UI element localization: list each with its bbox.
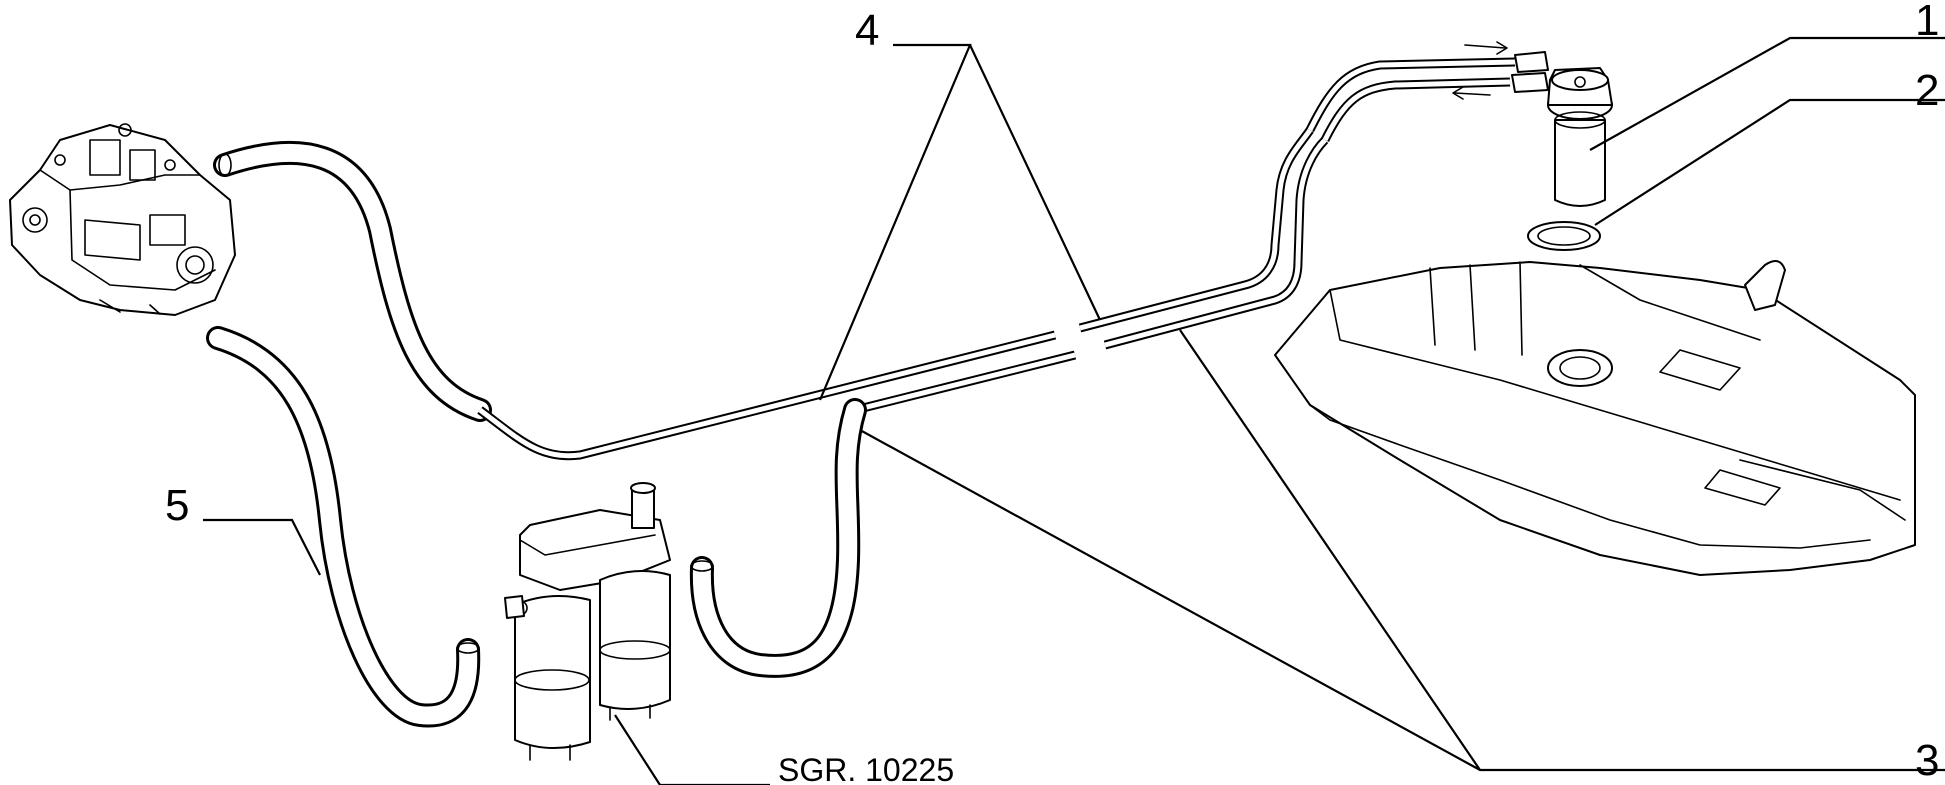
callout-4: 4: [855, 6, 879, 55]
injection-pump: [9, 123, 236, 316]
leader-lines: [203, 36, 1945, 785]
callout-5: 5: [165, 481, 189, 530]
flow-arrows: [1452, 41, 1508, 100]
callout-1: 1: [1915, 0, 1939, 45]
fuel-tank: [1274, 260, 1916, 576]
leader-4: [818, 43, 1101, 401]
filter-supply-hose: [689, 398, 867, 678]
callout-3: 3: [1915, 736, 1939, 785]
hose-5: [206, 326, 481, 728]
leader-ref: [614, 714, 770, 785]
reference-code: SGR. 10225: [778, 752, 954, 785]
leader-5: [203, 518, 321, 576]
callout-2: 2: [1915, 66, 1939, 115]
leader-1: [1589, 36, 1945, 151]
leader-2: [1594, 98, 1945, 226]
fuel-filter: [504, 482, 671, 761]
pump-return-hose: [213, 140, 492, 422]
fuel-sender-unit: [1511, 51, 1613, 207]
leader-3: [859, 329, 1945, 772]
seal-ring: [1527, 221, 1601, 251]
rigid-pipe-lower: [853, 77, 1511, 415]
rigid-pipe-upper: [477, 57, 1516, 461]
